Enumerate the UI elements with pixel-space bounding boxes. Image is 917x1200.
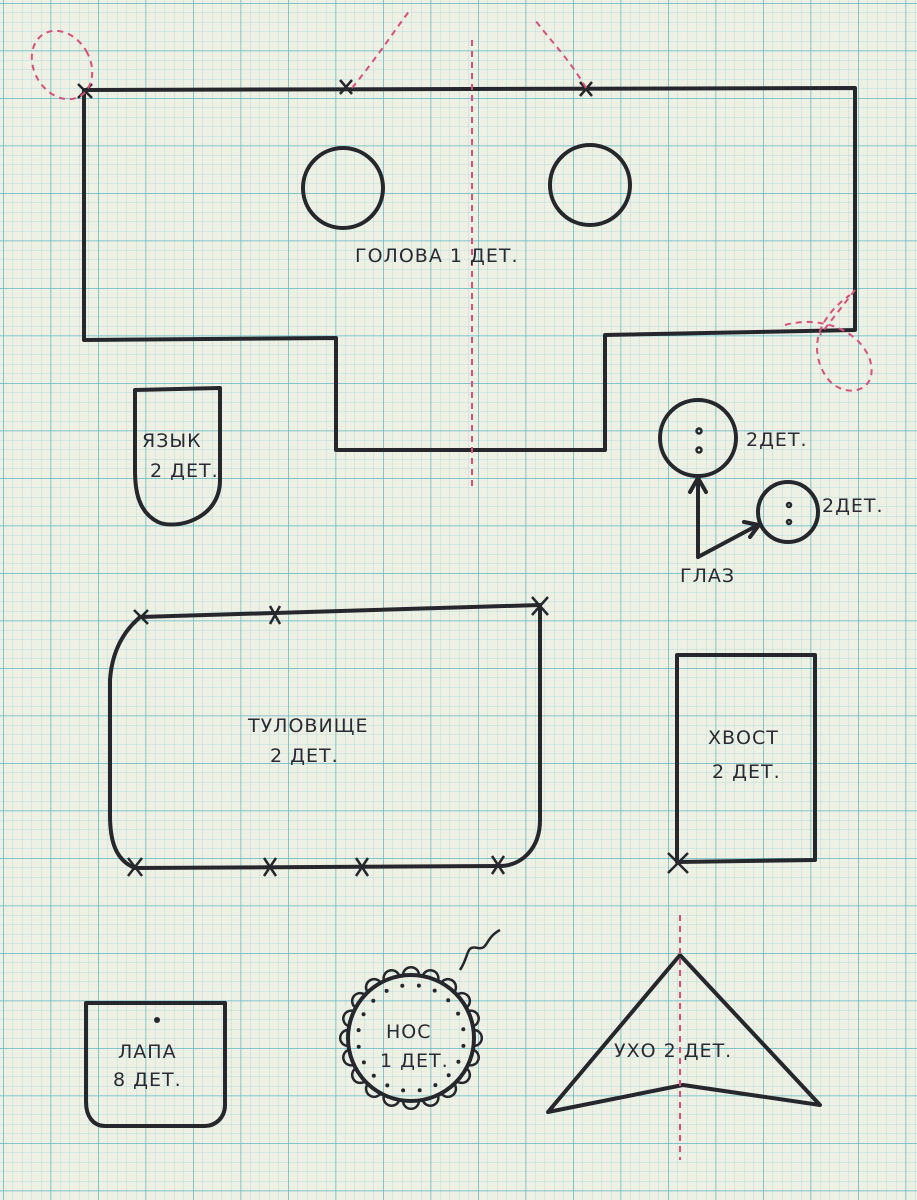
- nose-stitch-dot: [456, 1059, 461, 1064]
- paw-label-2: 8 ДЕТ.: [113, 1069, 182, 1091]
- body-label-1: ТУЛОВИЩЕ: [247, 715, 368, 737]
- nose-stitch-dot: [361, 1060, 366, 1065]
- nose-stitch-dot: [371, 1073, 376, 1078]
- tongue-label-1: ЯЗЫК: [142, 430, 202, 452]
- eye-label: ГЛАЗ: [680, 565, 735, 587]
- paw-piece: ЛАПА 8 ДЕТ.: [84, 1001, 227, 1128]
- nose-label-1: НОС: [386, 1021, 432, 1043]
- head-piece: ГОЛОВА 1 ДЕТ.: [30, 9, 873, 490]
- eye-big-count: 2ДЕТ.: [746, 429, 808, 451]
- eye-small-count: 2ДЕТ.: [822, 495, 884, 517]
- nose-stitch-dot: [433, 1083, 438, 1088]
- nose-stitch-dot: [361, 1012, 366, 1017]
- nose-stitch-dot: [461, 1027, 466, 1032]
- tail-label-1: ХВОСТ: [708, 727, 779, 749]
- tail-label-2: 2 ДЕТ.: [712, 761, 781, 783]
- nose-stitch-dot: [371, 998, 376, 1003]
- nose-stitch-dot: [416, 983, 421, 988]
- nose-stitch-dot: [456, 1011, 461, 1016]
- ear-piece: УХО 2 ДЕТ.: [546, 915, 822, 1160]
- nose-stitch-dot: [461, 1043, 466, 1048]
- ear-label: УХО 2 ДЕТ.: [614, 1040, 732, 1062]
- nose-stitch-dot: [432, 988, 437, 993]
- paw-label-1: ЛАПА: [118, 1041, 177, 1063]
- nose-stitch-dot: [385, 1083, 390, 1088]
- nose-stitch-dot: [400, 983, 405, 988]
- tail-piece: ХВОСТ 2 ДЕТ.: [667, 653, 817, 874]
- eye-pieces: 2ДЕТ. 2ДЕТ. ГЛАЗ: [658, 398, 884, 587]
- tongue-label-2: 2 ДЕТ.: [150, 460, 219, 482]
- nose-stitch-dot: [446, 998, 451, 1003]
- nose-stitch-dot: [356, 1028, 361, 1033]
- nose-stitch-dot: [356, 1044, 361, 1049]
- body-label-2: 2 ДЕТ.: [270, 745, 339, 767]
- body-piece: ТУЛОВИЩЕ 2 ДЕТ.: [108, 596, 549, 877]
- tongue-piece: ЯЗЫК 2 ДЕТ.: [133, 386, 222, 527]
- nose-piece: НОС 1 ДЕТ.: [339, 928, 501, 1110]
- nose-stitch-dot: [446, 1073, 451, 1078]
- nose-stitch-dot: [384, 988, 389, 993]
- nose-label-2: 1 ДЕТ.: [380, 1050, 449, 1072]
- head-label: ГОЛОВА 1 ДЕТ.: [355, 245, 518, 267]
- nose-stitch-dot: [401, 1088, 406, 1093]
- nose-stitch-dot: [417, 1088, 422, 1093]
